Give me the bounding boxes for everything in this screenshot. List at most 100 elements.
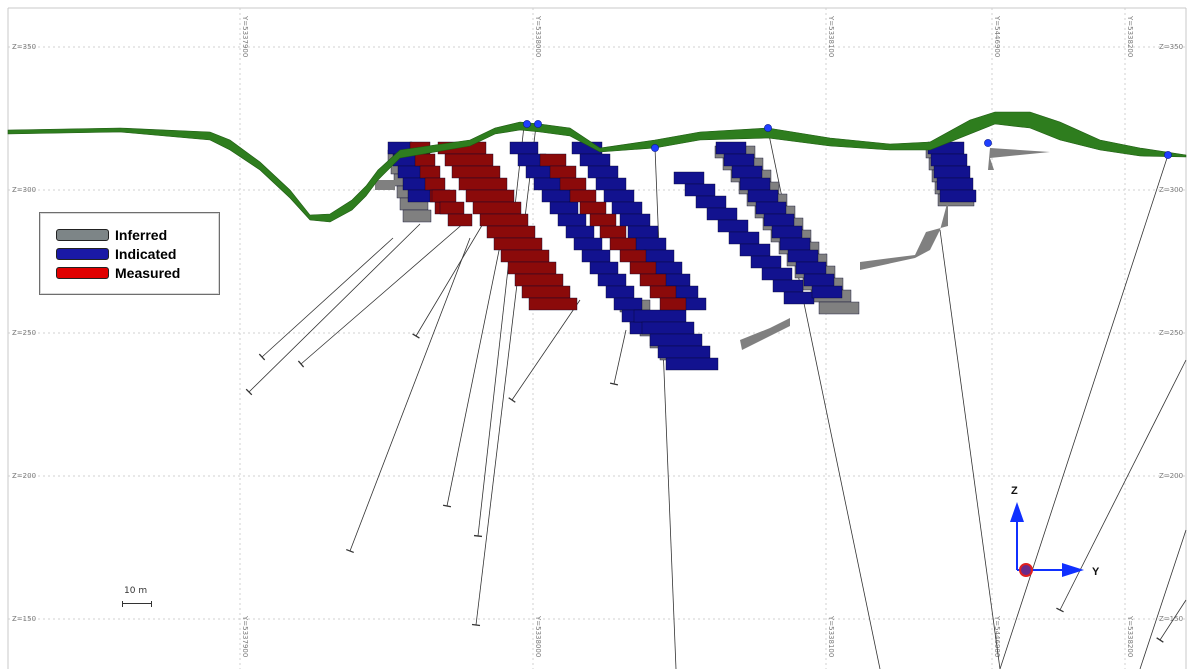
drillhole-collar-icon <box>984 139 992 147</box>
legend-label-indicated: Indicated <box>115 246 177 262</box>
drillhole-trace <box>999 154 1169 669</box>
indicated-block <box>772 279 804 293</box>
legend-swatch-measured <box>56 267 109 279</box>
indicated-block <box>717 219 749 233</box>
drillhole-trace <box>654 147 677 669</box>
measured-block <box>458 177 508 191</box>
topography-surface-band <box>7 111 1187 223</box>
northing-label-bottom: Y=5338200 <box>1126 615 1134 657</box>
scale-bar-line <box>122 601 152 607</box>
measured-block <box>472 201 522 215</box>
indicated-block <box>761 267 793 281</box>
y-axis-arrow-icon <box>1062 563 1084 577</box>
indicated-block <box>930 153 968 167</box>
indicated-block <box>407 189 433 203</box>
drillhole-collars <box>523 120 1172 159</box>
indicated-block <box>665 357 719 371</box>
z-axis-label: Z <box>1011 485 1018 497</box>
inferred-block <box>402 209 432 223</box>
elevation-label-left: Z=200 <box>12 472 36 480</box>
elevation-label-right: Z=250 <box>1159 329 1183 337</box>
measured-block <box>465 189 515 203</box>
indicated-block <box>541 189 571 203</box>
indicated-block <box>633 309 687 323</box>
measured-block <box>514 273 564 287</box>
drillhole-end-tick <box>412 333 420 339</box>
indicated-block <box>525 165 555 179</box>
elevation-label-right: Z=200 <box>1159 472 1183 480</box>
northing-label-top: Y=5338000 <box>534 15 542 57</box>
drillhole-end-tick <box>258 353 266 361</box>
drillhole-trace <box>349 237 471 552</box>
measured-block <box>589 213 617 227</box>
indicated-block <box>641 321 695 335</box>
scale-bar: 10 m <box>118 586 158 608</box>
indicated-block <box>643 249 675 263</box>
indicated-block <box>565 225 595 239</box>
drillhole-trace <box>415 211 491 337</box>
indicated-block <box>597 273 627 287</box>
measured-block <box>439 201 465 215</box>
indicated-block <box>684 183 716 197</box>
measured-block <box>479 213 529 227</box>
drillhole-trace <box>248 223 421 393</box>
indicated-block <box>731 165 763 179</box>
drillhole-collar-icon <box>764 124 772 132</box>
scale-bar-label: 10 m <box>124 586 148 596</box>
indicated-block <box>649 333 703 347</box>
indicated-block <box>779 237 811 251</box>
x-axis-icon <box>1019 563 1033 577</box>
inferred-block <box>375 180 395 190</box>
drillhole-collar-icon <box>1164 151 1172 159</box>
indicated-block <box>595 177 627 191</box>
indicated-block <box>739 243 771 257</box>
legend-item-indicated: Indicated <box>56 246 176 262</box>
elevation-label-left: Z=300 <box>12 186 36 194</box>
drillhole-collar-icon <box>534 120 542 128</box>
inferred-block <box>988 148 1050 170</box>
drillhole-trace <box>511 299 581 401</box>
indicated-block <box>673 171 705 185</box>
indicated-block <box>747 189 779 203</box>
indicated-block <box>771 225 803 239</box>
measured-block <box>549 165 577 179</box>
indicated-block <box>939 189 977 203</box>
measured-block <box>424 177 446 191</box>
indicated-block <box>715 141 747 155</box>
drillhole-trace <box>261 237 394 358</box>
measured-block <box>493 237 543 251</box>
legend-item-measured: Measured <box>56 265 180 281</box>
northing-label-top: Y=5446900 <box>993 15 1001 57</box>
measured-block <box>619 249 647 263</box>
measured-block <box>451 165 501 179</box>
drillhole-collar-icon <box>651 144 659 152</box>
indicated-block <box>651 261 683 275</box>
indicated-block <box>557 213 587 227</box>
drillhole-trace <box>939 229 1001 669</box>
drillhole-trace <box>1059 359 1187 611</box>
indicated-block <box>581 249 611 263</box>
measured-block <box>569 189 597 203</box>
drillhole-end-tick <box>346 548 354 554</box>
drillhole-end-tick <box>471 623 481 627</box>
indicated-block <box>695 195 727 209</box>
drillhole-end-tick <box>609 382 619 386</box>
inferred-block <box>860 200 948 270</box>
northing-label-bottom: Y=5338100 <box>827 615 835 657</box>
indicated-block <box>739 177 771 191</box>
measured-block <box>414 153 436 167</box>
indicated-block <box>402 177 428 191</box>
indicated-block <box>755 201 787 215</box>
measured-block <box>599 225 627 239</box>
northing-label-bottom: Y=5338000 <box>534 615 542 657</box>
indicated-block <box>936 177 974 191</box>
measured-block <box>539 153 567 167</box>
measured-block <box>559 177 587 191</box>
indicated-block <box>787 249 819 263</box>
measured-block <box>521 285 571 299</box>
indicated-block <box>603 189 635 203</box>
